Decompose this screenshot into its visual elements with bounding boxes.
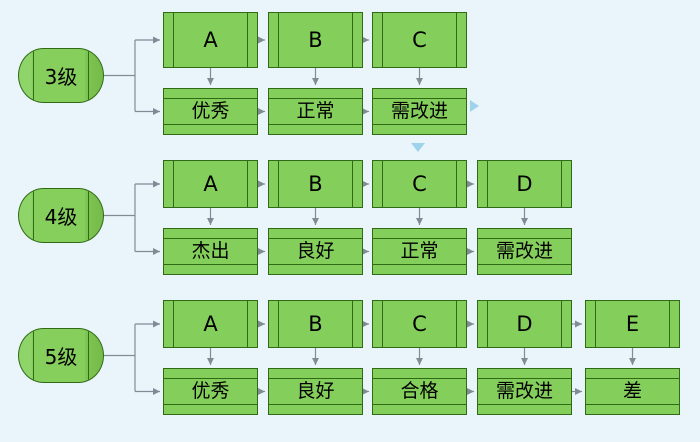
term-box-level-5-3[interactable]: 需改进 — [477, 368, 572, 415]
term-box-level-5-1[interactable]: 良好 — [268, 368, 363, 415]
capsule-edge-right — [88, 329, 89, 382]
term-box-level-5-2-label: 合格 — [400, 380, 439, 402]
term-box-level-4-1[interactable]: 良好 — [268, 228, 363, 275]
grade-box-level-4-A-label: A — [203, 171, 218, 196]
grade-box-level-5-B[interactable]: B — [268, 300, 363, 348]
grade-box-level-4-C[interactable]: C — [372, 160, 467, 208]
grade-box-level-5-E[interactable]: E — [585, 300, 680, 348]
term-box-level-4-0-label: 杰出 — [191, 240, 230, 262]
grade-box-level-5-C[interactable]: C — [372, 300, 467, 348]
term-box-level-3-1[interactable]: 正常 — [268, 88, 363, 135]
term-box-level-3-0-label: 优秀 — [191, 100, 230, 122]
term-box-level-5-3-label: 需改进 — [495, 380, 553, 402]
capsule-edge-left — [33, 49, 34, 102]
grade-box-level-4-B[interactable]: B — [268, 160, 363, 208]
term-box-level-3-2[interactable]: 需改进 — [372, 88, 467, 135]
level-capsule-level-5[interactable]: 5级 — [18, 328, 104, 383]
capsule-edge-right — [88, 189, 89, 242]
grade-box-level-3-C-label: C — [412, 27, 427, 52]
grade-box-level-3-B[interactable]: B — [268, 12, 363, 68]
term-box-level-4-3-label: 需改进 — [495, 240, 553, 262]
grade-box-level-3-C[interactable]: C — [372, 12, 467, 68]
term-box-level-5-0-label: 优秀 — [191, 380, 230, 402]
level-capsule-level-3[interactable]: 3级 — [18, 48, 104, 103]
triangle-right-icon — [470, 100, 479, 112]
capsule-label: 3级 — [44, 65, 78, 89]
term-box-level-4-1-label: 良好 — [296, 240, 335, 262]
term-box-level-4-2-label: 正常 — [400, 240, 439, 262]
capsule-edge-right — [88, 49, 89, 102]
grade-box-level-3-A[interactable]: A — [163, 12, 258, 68]
term-box-level-3-1-label: 正常 — [296, 100, 335, 122]
grade-box-level-5-A[interactable]: A — [163, 300, 258, 348]
grade-box-level-4-D[interactable]: D — [477, 160, 572, 208]
capsule-edge-left — [33, 189, 34, 242]
grade-box-level-4-A[interactable]: A — [163, 160, 258, 208]
term-box-level-4-2[interactable]: 正常 — [372, 228, 467, 275]
grade-box-level-3-A-label: A — [203, 27, 218, 52]
term-box-level-5-4-label: 差 — [622, 380, 642, 402]
grade-box-level-4-B-label: B — [308, 171, 323, 196]
grade-box-level-5-B-label: B — [308, 311, 323, 336]
term-box-level-5-0[interactable]: 优秀 — [163, 368, 258, 415]
term-box-level-4-3[interactable]: 需改进 — [477, 228, 572, 275]
term-box-level-4-0[interactable]: 杰出 — [163, 228, 258, 275]
term-box-level-5-1-label: 良好 — [296, 380, 335, 402]
grade-box-level-4-C-label: C — [412, 171, 427, 196]
level-capsule-level-4[interactable]: 4级 — [18, 188, 104, 243]
capsule-label: 4级 — [44, 205, 78, 229]
grade-box-level-5-D[interactable]: D — [477, 300, 572, 348]
term-box-level-5-2[interactable]: 合格 — [372, 368, 467, 415]
grade-box-level-5-E-label: E — [625, 311, 640, 336]
grade-box-level-4-D-label: D — [516, 171, 533, 196]
term-box-level-5-4[interactable]: 差 — [585, 368, 680, 415]
triangle-down-icon — [411, 143, 425, 152]
capsule-label: 5级 — [44, 345, 78, 369]
term-box-level-3-2-label: 需改进 — [390, 100, 448, 122]
grade-box-level-5-A-label: A — [203, 311, 218, 336]
capsule-edge-left — [33, 329, 34, 382]
grade-box-level-3-B-label: B — [308, 27, 323, 52]
term-box-level-3-0[interactable]: 优秀 — [163, 88, 258, 135]
grade-box-level-5-D-label: D — [516, 311, 533, 336]
grade-box-level-5-C-label: C — [412, 311, 427, 336]
